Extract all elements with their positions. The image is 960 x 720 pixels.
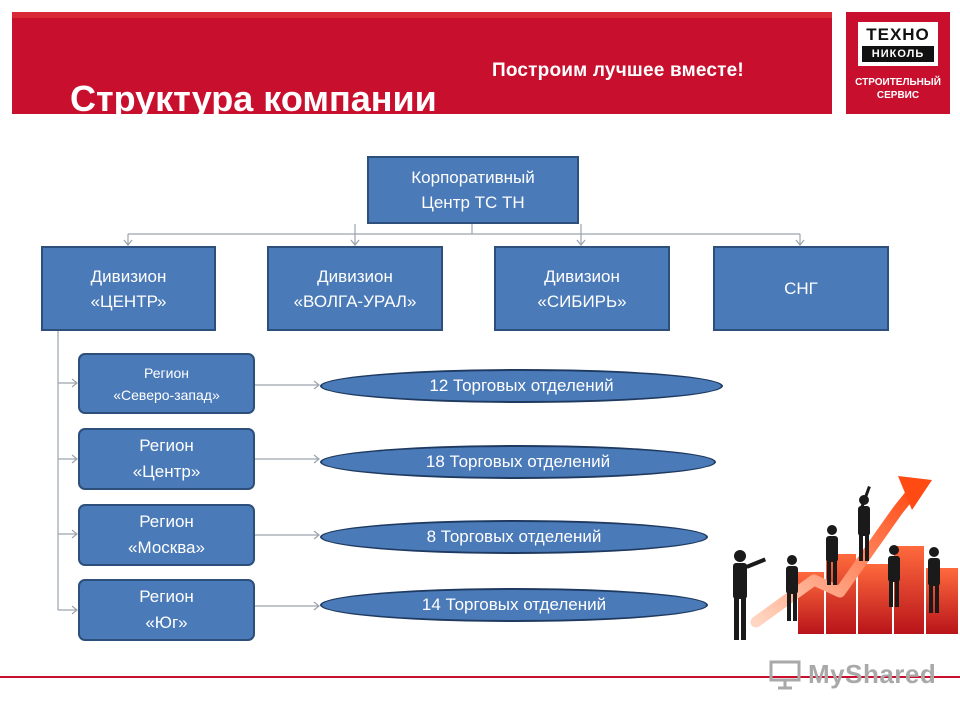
region-name: «Северо-запад»: [113, 386, 220, 403]
branches-northwest-oval: 12 Торговых отделений: [320, 369, 723, 403]
division-cis-box: СНГ: [713, 246, 889, 331]
division-label: Дивизион: [544, 266, 620, 286]
region-name: «Москва»: [128, 538, 205, 557]
arrow-head-branch-1: [313, 380, 320, 390]
region-label: Регион: [139, 436, 194, 455]
bottom-divider: [0, 676, 960, 678]
slogan: Построим лучшее вместе!: [492, 60, 744, 81]
region-south-box: Регион «Юг»: [78, 579, 255, 641]
arrow-head-division-3: [576, 239, 586, 246]
header-banner: Построим лучшее вместе! Структура компан…: [12, 12, 832, 119]
growth-arrow-head: [898, 476, 932, 510]
corporate-center-line1: Корпоративный: [411, 168, 535, 187]
division-name: «СИБИРЬ»: [537, 291, 627, 311]
presentation-screen-icon: [769, 660, 801, 690]
division-center-box: Дивизион «ЦЕНТР»: [41, 246, 216, 331]
building-bar-3: [858, 564, 892, 634]
logo-wordmark-top: ТЕХНО: [866, 25, 930, 44]
arrow-head-branch-3: [313, 530, 320, 540]
division-name: «ЦЕНТР»: [90, 291, 167, 311]
region-label: Регион: [144, 364, 189, 381]
arrow-head-division-2: [350, 239, 360, 246]
logo-subtitle: СТРОИТЕЛЬНЫЙ СЕРВИС: [855, 77, 941, 101]
logo-wordmark-bottom: НИКОЛЬ: [862, 46, 934, 62]
region-label: Регион: [139, 512, 194, 531]
region-northwest-box: Регион «Северо-запад»: [78, 353, 255, 414]
division-label: Дивизион: [90, 266, 167, 286]
division-volga-ural-box: Дивизион «ВОЛГА-УРАЛ»: [267, 246, 443, 331]
arrow-head-branch-4: [313, 601, 320, 611]
arrow-head-division-4: [795, 239, 805, 246]
division-name: «ВОЛГА-УРАЛ»: [293, 291, 417, 311]
region-name: «Юг»: [145, 613, 188, 632]
branches-moscow-oval: 8 Торговых отделений: [320, 520, 708, 554]
arrow-head-region-4: [71, 605, 78, 615]
arrow-head-division-1: [123, 239, 133, 246]
branches-south-oval: 14 Торговых отделений: [320, 588, 708, 622]
business-growth-illustration: [722, 452, 960, 648]
region-name: «Центр»: [132, 462, 201, 481]
arrow-head-branch-2: [313, 454, 320, 464]
page-title: Структура компании: [70, 78, 437, 119]
arrow-head-region-1: [71, 378, 78, 388]
division-siberia-box: Дивизион «СИБИРЬ»: [494, 246, 670, 331]
region-moscow-box: Регион «Москва»: [78, 504, 255, 566]
division-label: СНГ: [784, 279, 818, 298]
logo-plate: ТЕХНО НИКОЛЬ: [858, 22, 938, 66]
region-center-box: Регион «Центр»: [78, 428, 255, 490]
corporate-center-line2: Центр ТС ТН: [421, 193, 525, 212]
division-label: Дивизион: [317, 266, 393, 286]
arrow-head-region-3: [71, 529, 78, 539]
branches-center-oval: 18 Торговых отделений: [320, 445, 716, 479]
region-label: Регион: [139, 587, 194, 606]
company-logo: ТЕХНО НИКОЛЬ СТРОИТЕЛЬНЫЙ СЕРВИС: [846, 12, 950, 114]
watermark: MyShared: [768, 656, 936, 692]
businessmen-silhouettes: [733, 486, 940, 640]
watermark-text: MyShared: [808, 658, 937, 689]
arrow-head-region-2: [71, 454, 78, 464]
corporate-center-box: Корпоративный Центр ТС ТН: [367, 156, 579, 224]
